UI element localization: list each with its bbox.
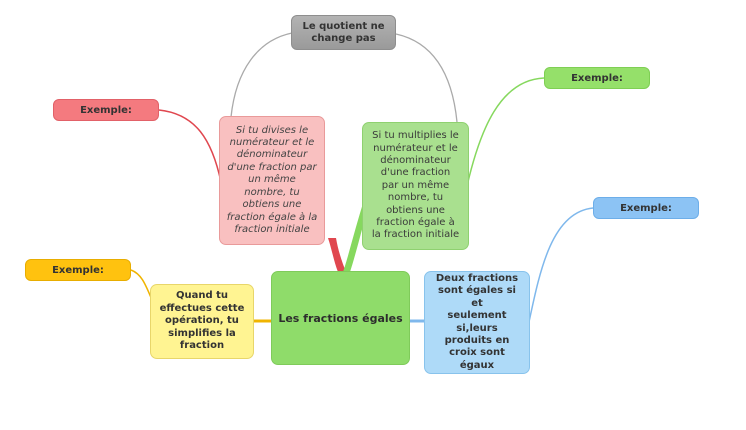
text-line: fraction initiale: [234, 223, 310, 235]
text-line: la fraction initiale: [371, 229, 460, 241]
link-multiply-title: [395, 33, 458, 123]
quotient-unchanged-node[interactable]: Le quotient ne change pas: [291, 15, 396, 50]
text-line: fraction égale à: [376, 217, 455, 229]
link-simplify-example: [130, 269, 153, 301]
text-line: opération, tu: [165, 315, 239, 327]
divide-rule-text: Si tu divises le numérateur et le dénomi…: [227, 125, 318, 237]
text-line: change pas: [311, 32, 376, 44]
text-line: par un même: [381, 179, 450, 191]
text-line: seulement: [447, 310, 507, 322]
text-line: effectues cette: [159, 302, 245, 314]
text-line: obtiens une: [242, 199, 302, 211]
text-line: Si tu multiplies le: [372, 130, 459, 142]
text-line: numérateur et le: [373, 142, 458, 154]
link-central-divide: [328, 238, 346, 272]
text-line: obtiens une: [386, 204, 445, 216]
example-node-blue[interactable]: Exemple:: [593, 197, 699, 219]
link-cross-example: [528, 207, 594, 323]
text-line: si,leurs: [456, 322, 498, 334]
text-line: nombre, tu: [244, 186, 300, 198]
example-node-green[interactable]: Exemple:: [544, 67, 650, 89]
text-line: fraction égale à la: [226, 211, 318, 223]
example-label: Exemple:: [620, 202, 672, 214]
example-node-red[interactable]: Exemple:: [53, 99, 159, 121]
quotient-unchanged-text: Le quotient ne change pas: [302, 21, 384, 45]
text-line: d'une fraction: [380, 167, 451, 179]
text-line: égaux: [459, 359, 495, 371]
text-line: croix sont: [449, 347, 505, 359]
text-line: Deux fractions: [435, 272, 519, 284]
text-line: d'une fraction par: [227, 161, 317, 173]
example-label: Exemple:: [80, 104, 132, 116]
simplify-rule-node[interactable]: Quand tu effectues cette opération, tu s…: [150, 284, 254, 359]
text-line: nombre, tu: [387, 192, 444, 204]
text-line: simplifies la: [168, 327, 236, 339]
link-divide-example: [158, 109, 222, 183]
text-line: Si tu divises le: [235, 124, 309, 136]
text-line: sont égales si et: [438, 285, 516, 309]
text-line: un même: [248, 174, 296, 186]
central-topic-label: Les fractions égales: [278, 311, 403, 325]
text-line: produits en: [444, 334, 510, 346]
multiply-rule-text: Si tu multiplies le numérateur et le dén…: [372, 130, 459, 242]
central-topic-node[interactable]: Les fractions égales: [271, 271, 410, 365]
text-line: dénominateur: [236, 149, 308, 161]
example-node-orange[interactable]: Exemple:: [25, 259, 131, 281]
link-divide-title: [230, 32, 293, 118]
divide-rule-node[interactable]: Si tu divises le numérateur et le dénomi…: [219, 116, 325, 245]
simplify-rule-text: Quand tu effectues cette opération, tu s…: [160, 290, 245, 352]
multiply-rule-node[interactable]: Si tu multiplies le numérateur et le dén…: [362, 122, 469, 250]
link-multiply-example: [466, 77, 545, 187]
text-line: Le quotient ne: [302, 20, 385, 32]
cross-product-rule-node[interactable]: Deux fractions sont égales si et seuleme…: [424, 271, 530, 374]
cross-product-rule-text: Deux fractions sont égales si et seuleme…: [431, 273, 523, 372]
text-line: dénominateur: [380, 154, 451, 166]
text-line: numérateur et le: [229, 137, 315, 149]
example-label: Exemple:: [52, 264, 104, 276]
text-line: Quand tu: [175, 290, 228, 302]
example-label: Exemple:: [571, 72, 623, 84]
text-line: fraction: [179, 340, 225, 352]
